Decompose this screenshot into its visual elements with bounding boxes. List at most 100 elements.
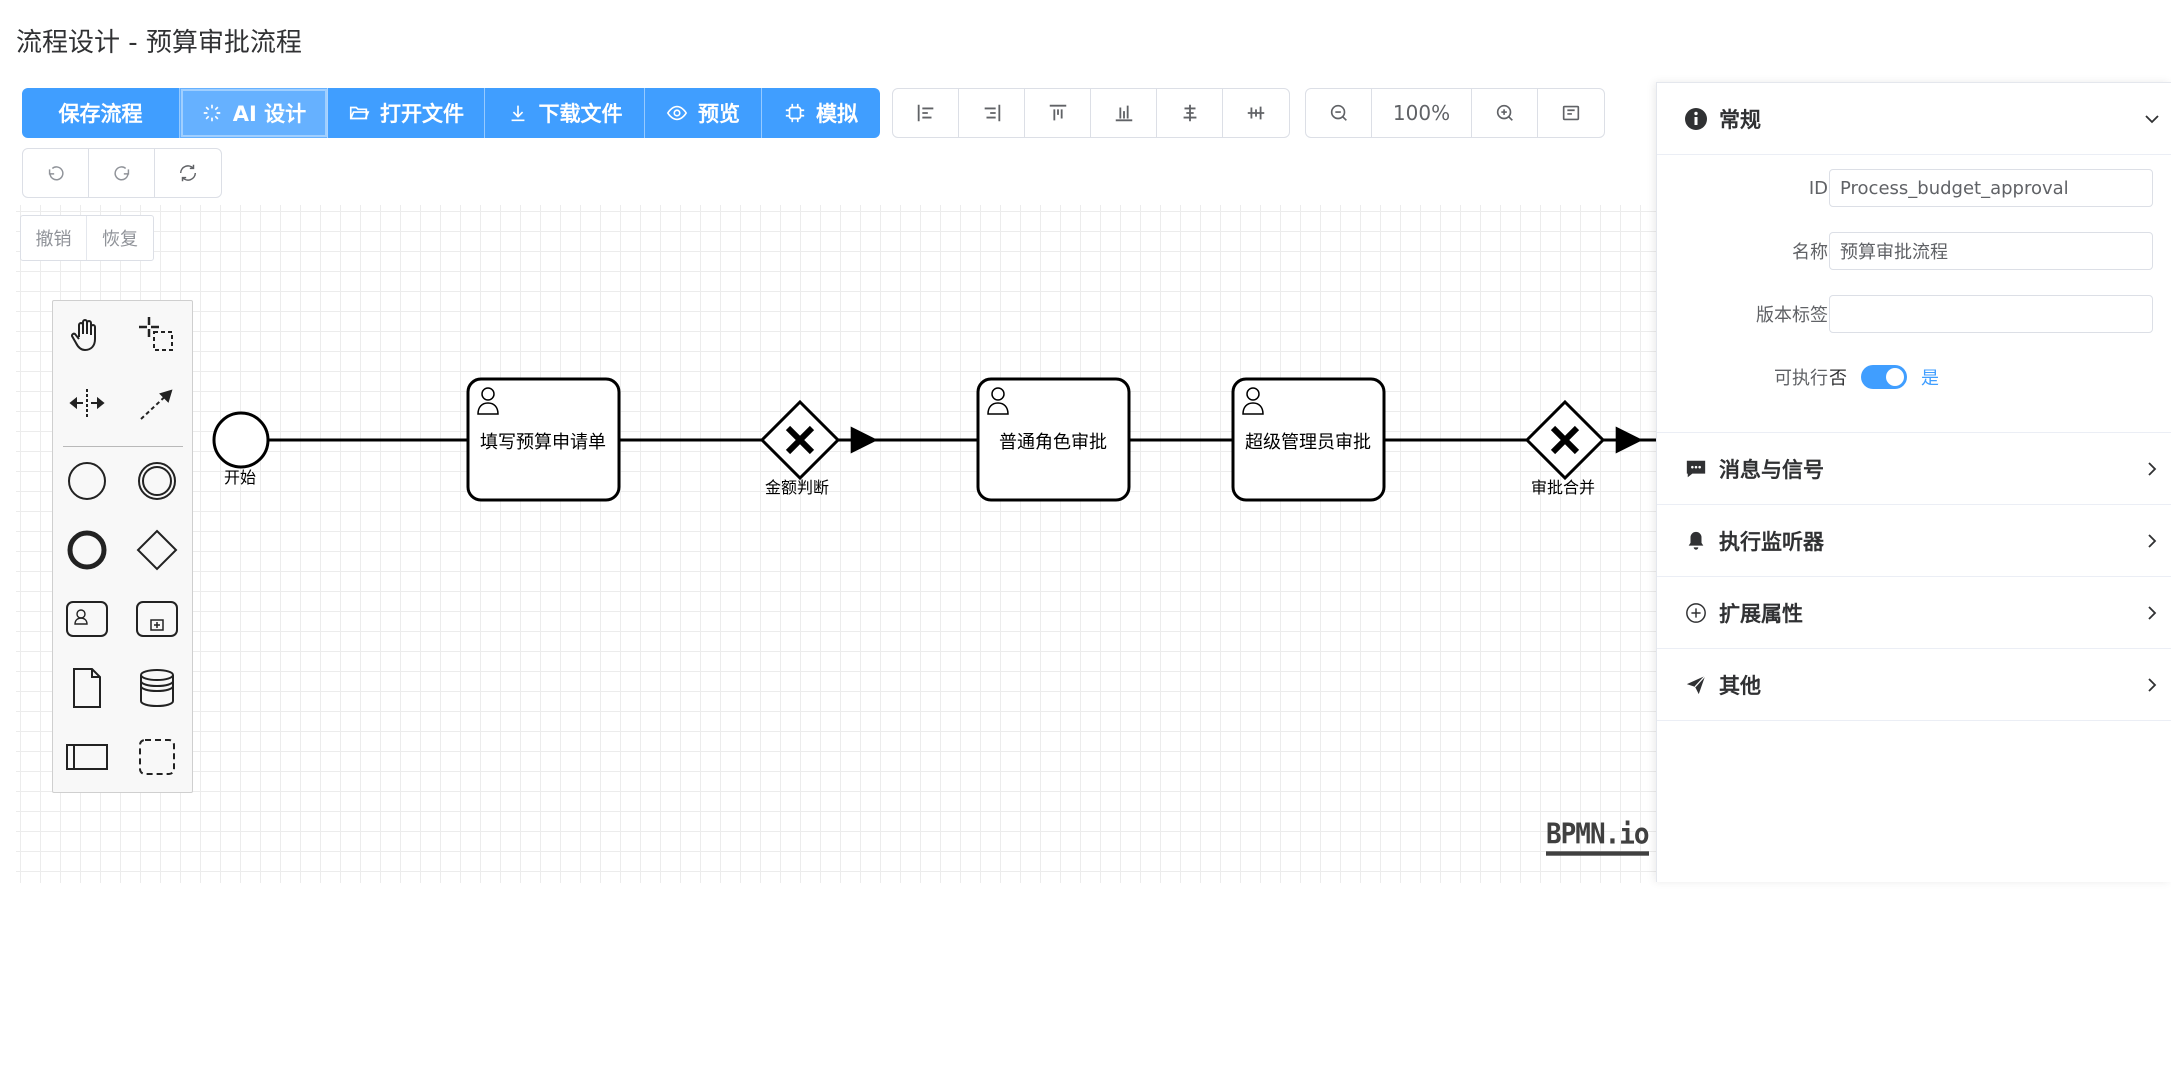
connect-tool[interactable]: [131, 377, 183, 429]
sparkle-icon: [203, 104, 221, 122]
section-extensions-title: 扩展属性: [1719, 601, 1803, 626]
space-icon: [69, 389, 105, 417]
bpmn-io-logo[interactable]: BPMN.io: [1546, 818, 1650, 856]
create-end-event[interactable]: [61, 524, 113, 576]
zoom-out-button[interactable]: [1306, 89, 1372, 137]
align-bottom-button[interactable]: [1091, 89, 1157, 137]
create-group[interactable]: [131, 731, 183, 783]
properties-panel: 常规 ID 名称 版本标签 可执行 否 是 消息与信号 执行监听器: [1656, 82, 2171, 882]
field-version-row: 版本标签: [1657, 294, 2171, 334]
align-left-button[interactable]: [893, 89, 959, 137]
space-tool[interactable]: [61, 377, 113, 429]
bell-icon: [1683, 528, 1709, 554]
task1-label: 填写预算申请单: [480, 432, 606, 453]
align-middle-button[interactable]: [1223, 89, 1289, 137]
open-file-button[interactable]: 打开文件: [328, 88, 485, 138]
task2-label: 普通角色审批: [999, 432, 1107, 453]
executable-switch[interactable]: [1861, 365, 1907, 389]
palette-separator: [63, 446, 183, 447]
redo-icon-button[interactable]: [89, 149, 155, 197]
simulate-button[interactable]: 模拟: [762, 88, 880, 138]
align-middle-icon: [1247, 106, 1265, 120]
create-pool[interactable]: [61, 731, 113, 783]
section-other-header[interactable]: 其他: [1657, 649, 2171, 721]
redo-icon: [113, 166, 129, 181]
gateway2-label: 审批合并: [1531, 478, 1596, 497]
ai-design-button[interactable]: AI 设计: [180, 88, 328, 138]
section-other-title: 其他: [1719, 673, 1761, 698]
align-top-button[interactable]: [1025, 89, 1091, 137]
create-gateway[interactable]: [131, 524, 183, 576]
info-icon: [1683, 106, 1709, 132]
user-icon: [477, 387, 499, 415]
refresh-button[interactable]: [155, 149, 221, 197]
align-left-icon: [917, 104, 933, 122]
chevron-down-icon: [2145, 114, 2159, 123]
lasso-icon: [139, 317, 173, 351]
task-super-admin-approval[interactable]: [1231, 377, 1386, 502]
bpmn-diagram: [212, 377, 1656, 502]
undo-icon-button[interactable]: [23, 149, 89, 197]
plus-circle-icon: [1683, 600, 1709, 626]
align-toolbar: [892, 88, 1290, 138]
start-event-label: 开始: [224, 468, 257, 487]
version-tag-input[interactable]: [1829, 295, 2153, 333]
canvas-redo-button[interactable]: 恢复: [102, 229, 138, 250]
section-messages-header[interactable]: 消息与信号: [1657, 433, 2171, 505]
save-process-label: 保存流程: [58, 102, 143, 126]
name-input[interactable]: [1829, 232, 2153, 270]
send-icon: [1683, 672, 1709, 698]
save-process-button[interactable]: 保存流程: [22, 88, 180, 138]
field-id-label: ID: [1808, 177, 1828, 199]
page-title: 流程设计 - 预算审批流程: [16, 28, 302, 58]
field-version-label: 版本标签: [1756, 305, 1828, 326]
canvas-history-controls: 撤销 恢复: [20, 215, 154, 261]
hand-tool[interactable]: [61, 309, 113, 361]
minimap-button[interactable]: [1538, 89, 1604, 137]
message-icon: [1683, 456, 1709, 482]
start-event[interactable]: [212, 411, 270, 469]
data-object-icon: [73, 668, 101, 708]
diagram-canvas[interactable]: [16, 205, 1656, 883]
create-data-store[interactable]: [131, 662, 183, 714]
create-user-task[interactable]: [61, 593, 113, 645]
zoom-in-button[interactable]: [1472, 89, 1538, 137]
group-icon: [139, 739, 175, 775]
history-toolbar: [22, 148, 222, 198]
intermediate-event-icon: [138, 462, 176, 500]
field-executable-row: 可执行 否 是: [1657, 357, 2171, 397]
preview-label: 预览: [698, 102, 740, 126]
align-right-button[interactable]: [959, 89, 1025, 137]
end-event-icon: [67, 530, 107, 570]
align-center-button[interactable]: [1157, 89, 1223, 137]
section-general-title: 常规: [1719, 107, 1761, 132]
executable-on-text: 是: [1921, 368, 1939, 389]
gateway-approval-merge[interactable]: [1524, 399, 1606, 481]
folder-open-icon: [349, 106, 370, 120]
primary-toolbar: 保存流程 AI 设计 打开文件 下载文件 预览 模拟: [22, 88, 880, 138]
canvas-undo-button[interactable]: 撤销: [21, 216, 87, 260]
create-data-object[interactable]: [61, 662, 113, 714]
create-intermediate-event[interactable]: [131, 455, 183, 507]
id-input[interactable]: [1829, 169, 2153, 207]
task-normal-role-approval[interactable]: [976, 377, 1131, 502]
create-subprocess[interactable]: [131, 593, 183, 645]
lasso-tool[interactable]: [131, 309, 183, 361]
section-general-header[interactable]: 常规: [1657, 83, 2171, 155]
align-top-icon: [1049, 104, 1066, 121]
task-fill-budget-request[interactable]: [466, 377, 621, 502]
preview-button[interactable]: 预览: [645, 88, 762, 138]
hand-icon: [71, 319, 96, 352]
section-listeners-title: 执行监听器: [1719, 529, 1824, 554]
gateway-amount-check[interactable]: [759, 399, 841, 481]
executable-off-text: 否: [1829, 368, 1847, 389]
section-messages-title: 消息与信号: [1719, 457, 1824, 482]
section-extensions-header[interactable]: 扩展属性: [1657, 577, 2171, 649]
download-file-button[interactable]: 下载文件: [485, 88, 645, 138]
zoom-level[interactable]: 100%: [1372, 89, 1472, 137]
create-start-event[interactable]: [61, 455, 113, 507]
zoom-toolbar: 100%: [1305, 88, 1605, 138]
chevron-right-icon: [2148, 461, 2157, 476]
section-listeners-header[interactable]: 执行监听器: [1657, 505, 2171, 577]
gateway1-label: 金额判断: [765, 478, 830, 497]
